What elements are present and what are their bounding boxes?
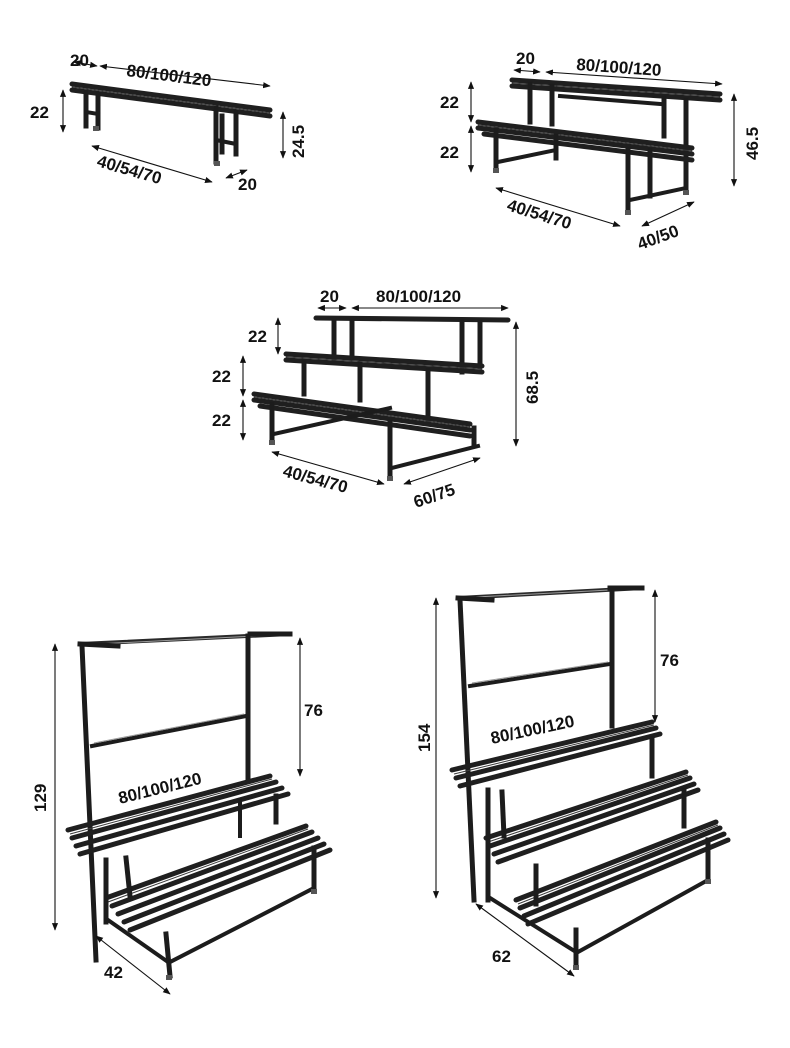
three-tier-width-label: 40/54/70	[281, 462, 350, 497]
three-tier-height-label: 68.5	[523, 371, 542, 404]
two-tier-hanger-depth-label: 42	[104, 963, 123, 982]
three-tier-hanger-shelf: 154 76 80/100/120 62	[415, 585, 731, 977]
two-tier-shelf: 20 80/100/120 22 22 46.5 40/54/70 40/50	[440, 49, 762, 254]
two-tier-depth-label: 20	[516, 49, 535, 68]
one-tier-height-label: 24.5	[289, 125, 308, 158]
three-tier-hanger-depth-label: 62	[492, 947, 511, 966]
three-tier-hanger-total-height-label: 154	[415, 723, 434, 752]
one-tier-depth-bottom-label: 20	[238, 175, 257, 194]
one-tier-dimensions: 20 80/100/120 22 24.5 40/54/70 20	[30, 51, 308, 194]
three-tier-tier-bottom-label: 22	[212, 411, 231, 430]
two-tier-shelf-drawing	[475, 77, 723, 215]
two-tier-hanger-total-height-label: 129	[31, 784, 50, 812]
three-tier-hanger-hanger-label: 76	[660, 651, 679, 670]
two-tier-hanger-shelf: 129 76 80/100/120 42	[31, 631, 333, 995]
two-tier-hanger-length-label: 80/100/120	[116, 769, 203, 808]
three-tier-depth-total-label: 60/75	[411, 480, 457, 512]
two-tier-height-label: 46.5	[743, 127, 762, 160]
one-tier-length-label: 80/100/120	[126, 61, 213, 90]
two-tier-depth-total-label: 40/50	[635, 221, 681, 253]
two-tier-tier-lower-label: 22	[440, 143, 459, 162]
two-tier-tier-upper-label: 22	[440, 93, 459, 112]
three-tier-shelf: 20 80/100/120 22 22 22 68.5 40/54/70 60/…	[212, 287, 542, 512]
one-tier-tier-label: 22	[30, 103, 49, 122]
three-tier-shelf-drawing	[251, 315, 511, 481]
two-tier-dimensions: 20 80/100/120 22 22 46.5 40/54/70 40/50	[440, 49, 762, 254]
one-tier-shelf: 20 80/100/120 22 24.5 40/54/70 20	[30, 51, 308, 194]
one-tier-depth-label: 20	[70, 51, 89, 70]
two-tier-length-label: 80/100/120	[576, 55, 662, 80]
three-tier-hanger-drawing	[449, 585, 731, 970]
one-tier-shelf-drawing	[69, 81, 273, 166]
two-tier-hanger-hanger-label: 76	[304, 701, 323, 720]
two-tier-hanger-drawing	[65, 631, 333, 980]
three-tier-tier-top-label: 22	[248, 327, 267, 346]
three-tier-depth-label: 20	[320, 287, 339, 306]
three-tier-length-label: 80/100/120	[376, 287, 461, 306]
three-tier-tier-mid-label: 22	[212, 367, 231, 386]
